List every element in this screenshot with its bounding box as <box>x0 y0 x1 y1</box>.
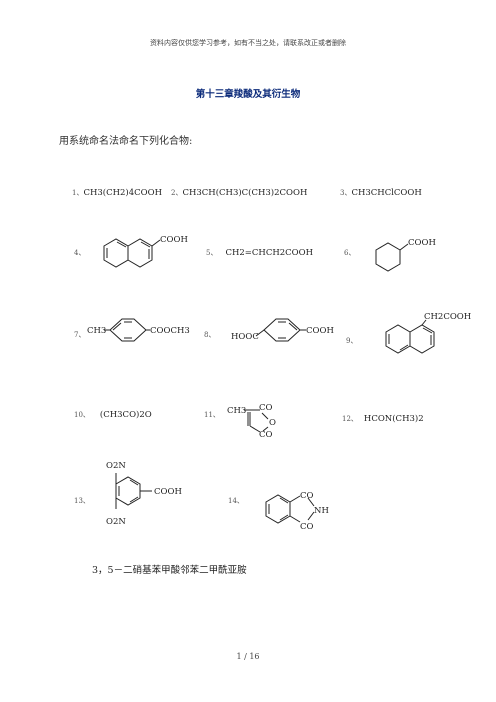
compound-12: 12、 HCON(CH3)2 <box>342 406 424 425</box>
compound-formula: CH3CHClCOOH <box>351 188 422 198</box>
right-group-label: COOH <box>306 326 334 336</box>
carbonyl-bottom-label: CO <box>259 430 273 440</box>
compound-formula: CH3CH(CH3)C(CH3)2COOH <box>182 188 308 198</box>
naphthalene-structure-4: COOH <box>103 235 188 268</box>
benzene-structure-8: HOOC COOH <box>231 318 334 342</box>
compound-number: 13、 <box>74 497 90 505</box>
compound-8: 8、 <box>204 322 215 341</box>
compound-number: 2、 <box>171 189 183 197</box>
page-header: 资料内容仅供您学习参考，如有不当之处，请联系改正或者删除 <box>150 39 346 47</box>
group-label: COOH <box>160 235 188 245</box>
compound-formula: CH2=CHCH2COOH <box>225 248 314 258</box>
compound-number: 14、 <box>228 497 244 505</box>
answer-line: 3，5－二硝基苯甲酸邻苯二甲酰亚胺 <box>92 565 247 576</box>
page-number: 1 / 16 <box>236 652 260 661</box>
compound-number: 7、 <box>74 331 86 339</box>
compound-14: 14、 <box>228 488 244 507</box>
compound-2: 2、CH3CH(CH3)C(CH3)2COOH <box>171 180 307 199</box>
compound-7: 7、 <box>74 322 85 341</box>
compound-number: 8、 <box>204 331 216 339</box>
compound-number: 10、 <box>74 411 90 419</box>
imide-nh-label: NH <box>314 506 329 516</box>
oxygen-label: O <box>269 418 276 428</box>
left-group-label: HOOC <box>231 332 259 342</box>
carbonyl-top-label: CO <box>259 403 273 413</box>
compound-formula: (CH3CO)2O <box>99 410 152 420</box>
carbonyl-bottom-label: CO <box>300 522 314 532</box>
group-label: COOH <box>408 238 436 248</box>
compound-5: 5、 CH2=CHCH2COOH <box>206 240 313 259</box>
phthalimide-structure-14: CO NH CO <box>265 491 329 532</box>
compound-10: 10、 (CH3CO)2O <box>74 402 152 421</box>
group-label: COOH <box>154 487 182 497</box>
methyl-label: CH3 <box>227 406 246 416</box>
compound-number: 5、 <box>206 249 218 257</box>
carbonyl-top-label: CO <box>300 491 314 501</box>
benzene-structure-7: CH3 COOCH3 <box>87 318 190 342</box>
compound-4: 4、 <box>74 240 85 259</box>
nitro-bottom-label: O2N <box>106 517 126 527</box>
compound-number: 3、 <box>340 189 352 197</box>
dinitrobenzoic-structure-13: O2N COOH O2N <box>106 461 182 527</box>
right-group-label: COOCH3 <box>150 326 190 336</box>
compound-6: 6、 <box>344 240 355 259</box>
instruction-text: 用系统命名法命名下列化合物: <box>59 136 193 147</box>
left-group-label: CH3 <box>87 326 106 336</box>
chapter-title: 第十三章羧酸及其衍生物 <box>195 89 301 100</box>
cyclohexane-structure-6: COOH <box>375 238 436 272</box>
compound-3: 3、CH3CHClCOOH <box>340 180 422 199</box>
nitro-top-label: O2N <box>106 461 126 471</box>
compound-number: 12、 <box>342 415 358 423</box>
compound-number: 1、 <box>72 189 84 197</box>
compound-formula: HCON(CH3)2 <box>363 414 424 424</box>
group-label: CH2COOH <box>424 312 471 322</box>
maleic-anhydride-structure-11: CH3 CO O CO <box>227 403 276 440</box>
compound-11: 11、 <box>204 402 220 421</box>
compound-9: 9、 <box>346 328 357 347</box>
compound-number: 11、 <box>204 411 220 419</box>
compound-1: 1、CH3(CH2)4COOH <box>72 180 162 199</box>
compound-number: 9、 <box>346 337 358 345</box>
compound-formula: CH3(CH2)4COOH <box>83 188 163 198</box>
compound-number: 4、 <box>74 249 86 257</box>
compound-number: 6、 <box>344 249 356 257</box>
naphthalene-structure-9: CH2COOH <box>385 312 471 354</box>
compound-13: 13、 <box>74 488 90 507</box>
